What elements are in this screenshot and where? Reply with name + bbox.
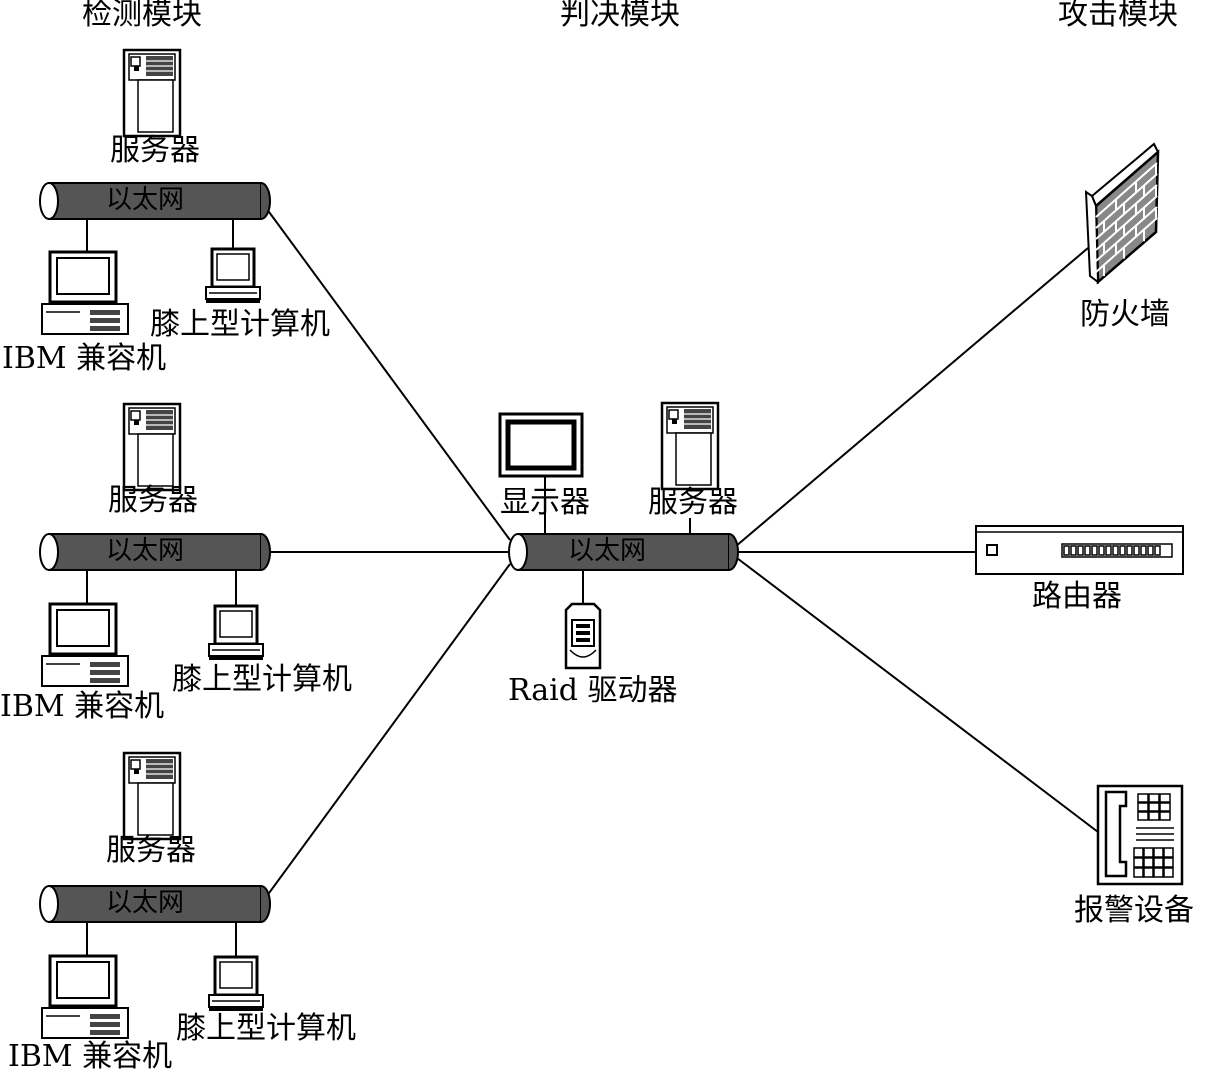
firewall-icon — [1084, 142, 1160, 285]
group1-server-label: 服务器 — [110, 133, 200, 168]
group3-pc-label: IBM 兼容机 — [8, 1039, 173, 1073]
trunk-line-group1 — [260, 200, 511, 541]
group3-server-label: 服务器 — [106, 833, 196, 868]
group3-pc-icon — [40, 954, 130, 1040]
ethernet-buses — [39, 182, 739, 923]
alarm-label: 报警设备 — [1074, 893, 1194, 928]
group3-laptop-label: 膝上型计算机 — [176, 1011, 356, 1046]
trunk-line-group3 — [260, 563, 511, 905]
group1-pc-icon — [40, 250, 130, 336]
header-detection-module: 检测模块 — [82, 0, 202, 32]
hub-server-icon — [660, 401, 720, 491]
group3-laptop-icon — [207, 955, 265, 1013]
hub-server-label: 服务器 — [648, 485, 738, 520]
group2-bus-label: 以太网 — [106, 536, 185, 566]
group2-laptop-icon — [207, 604, 265, 662]
group1-bus-label: 以太网 — [106, 185, 185, 215]
hub-bus-label: 以太网 — [568, 536, 647, 566]
hub-monitor-label: 显示器 — [500, 485, 590, 520]
hub-monitor-icon — [498, 412, 584, 478]
header-attack-module: 攻击模块 — [1058, 0, 1178, 32]
group2-ethernet-bus — [39, 533, 271, 571]
connection-lines — [86, 200, 1099, 957]
hub-raid-label: Raid 驱动器 — [508, 673, 678, 708]
group3-ethernet-bus — [39, 885, 271, 923]
group1-server-icon — [122, 48, 182, 138]
group2-server-label: 服务器 — [108, 483, 198, 518]
group3-server-icon — [122, 751, 182, 841]
group1-laptop-icon — [204, 247, 262, 305]
group2-server-icon — [122, 402, 182, 492]
header-decision-module: 判决模块 — [560, 0, 680, 32]
group3-bus-label: 以太网 — [106, 888, 185, 918]
trunk-line-alarm — [728, 551, 1099, 833]
group2-pc-icon — [40, 602, 130, 688]
group2-pc-label: IBM 兼容机 — [0, 689, 165, 724]
router-icon — [975, 525, 1184, 575]
group1-ethernet-bus — [39, 182, 271, 220]
trunk-line-firewall — [728, 247, 1089, 553]
device-icons — [40, 48, 1184, 1040]
alarm-device-icon — [1096, 784, 1184, 886]
hub-ethernet-bus — [508, 533, 739, 571]
group2-laptop-label: 膝上型计算机 — [172, 662, 352, 697]
group1-pc-label: IBM 兼容机 — [2, 341, 167, 376]
group1-laptop-label: 膝上型计算机 — [150, 307, 330, 342]
raid-drive-icon — [564, 602, 602, 670]
router-label: 路由器 — [1032, 579, 1122, 614]
firewall-label: 防火墙 — [1080, 297, 1170, 332]
